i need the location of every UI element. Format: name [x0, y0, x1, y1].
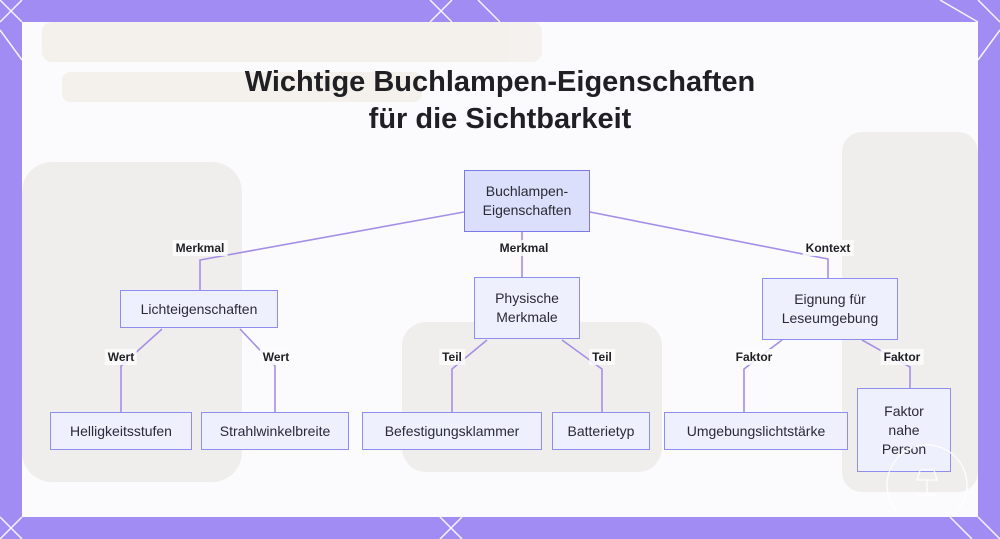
edge-label-root-light: Merkmal [172, 240, 228, 256]
node-physical-features: Physische Merkmale [474, 277, 580, 339]
edge-label-root-physical: Merkmal [496, 240, 552, 256]
node-clip: Befestigungsklammer [362, 412, 542, 450]
node-suitability: Eignung für Leseumgebung [762, 278, 898, 340]
node-near-person: Faktor nahe Person [857, 388, 951, 472]
node-light-properties: Lichteigenschaften [120, 290, 278, 328]
edge-root-light [199, 211, 465, 290]
edge-label-light-beam: Wert [259, 349, 293, 365]
lamp-watermark-icon [886, 444, 968, 510]
node-ambient-light: Umgebungslichtstärke [664, 412, 848, 450]
diagram-card: Wichtige Buchlampen-Eigenschaften für di… [22, 22, 978, 517]
edge-suitability-near [861, 339, 911, 388]
node-beam-width: Strahlwinkelbreite [201, 412, 349, 450]
edge-light-beam [239, 328, 276, 412]
edge-physical-battery [561, 339, 603, 412]
node-battery: Batterietyp [552, 412, 650, 450]
edge-label-suitability-ambient: Faktor [732, 349, 776, 365]
title-line-2: für die Sichtbarkeit [368, 103, 632, 135]
node-brightness: Helligkeitsstufen [50, 412, 192, 450]
title-line-1: Wichtige Buchlampen-Eigenschaften [244, 66, 756, 98]
diagram-title: Wichtige Buchlampen-Eigenschaften für di… [22, 64, 978, 138]
edge-label-light-brightness: Wert [104, 349, 138, 365]
node-root: Buchlampen- Eigenschaften [464, 170, 590, 232]
edge-label-root-suitability: Kontext [802, 240, 854, 256]
edge-label-suitability-near: Faktor [880, 349, 924, 365]
edge-physical-clip [451, 339, 488, 412]
edge-root-suitability [589, 211, 829, 278]
edge-light-brightness [120, 328, 163, 412]
edge-label-physical-battery: Teil [589, 349, 615, 365]
edge-label-physical-clip: Teil [439, 349, 465, 365]
